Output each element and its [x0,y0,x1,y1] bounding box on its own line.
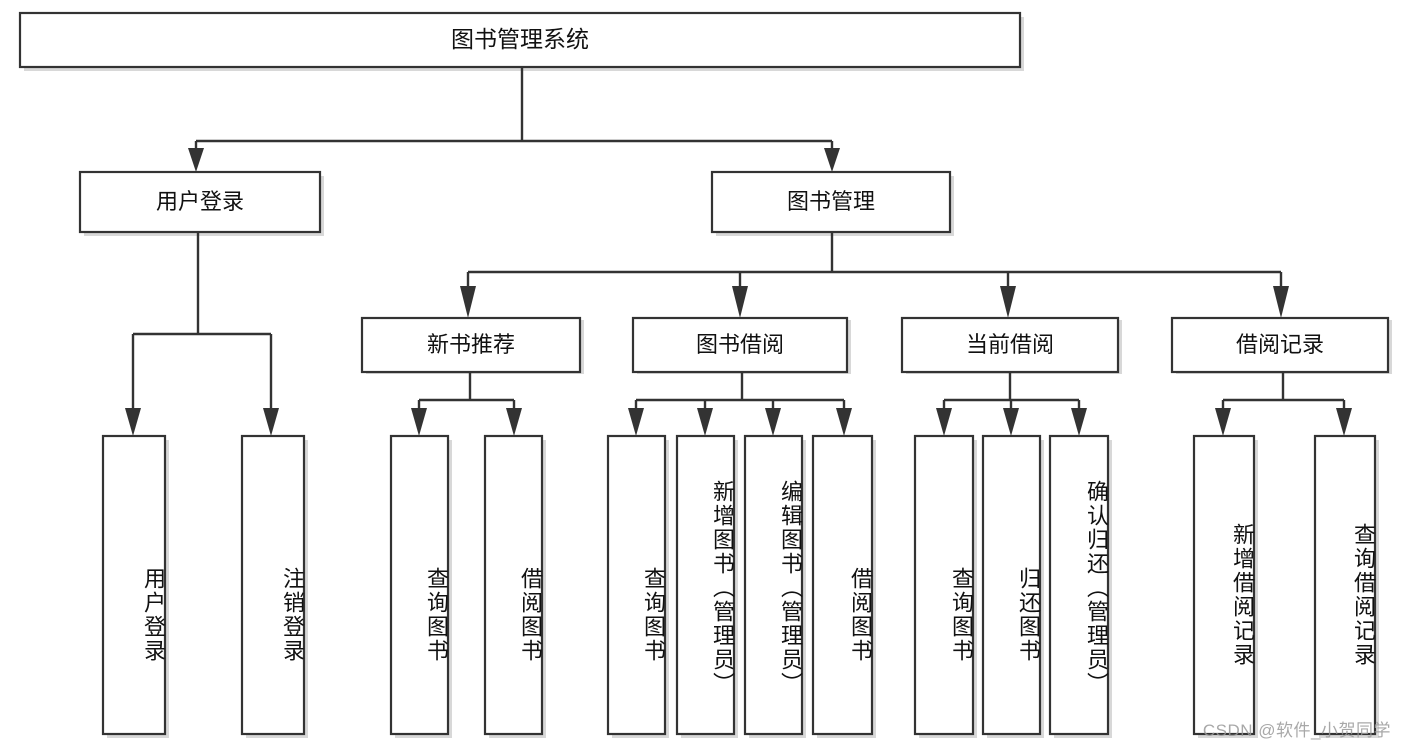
leaf-cb-query-book[interactable] [913,434,975,736]
node-book-manage[interactable] [710,170,952,234]
arrowhead-nb-leaf-1 [411,408,427,436]
node-book-borrow-label: 图书借阅 [696,332,784,357]
arrowhead-leaf-logout [263,408,279,436]
arrowhead-bb-leaf-4 [836,408,852,436]
arrowhead-br-leaf-1 [1215,408,1231,436]
node-root[interactable] [18,11,1022,69]
watermark-text: CSDN @软件_小贺同学 [1202,721,1391,740]
node-new-book-recommend[interactable] [360,316,582,374]
node-current-borrow-label: 当前借阅 [966,332,1054,357]
leaf-cb-confirm-return[interactable] [1048,434,1110,736]
node-user-login-label: 用户登录 [156,189,244,214]
node-book-borrow[interactable] [631,316,849,374]
arrowhead-book-borrow [732,286,748,318]
leaf-nb-query-book[interactable] [389,434,450,736]
leaf-cb-return-book[interactable] [981,434,1042,736]
arrowhead-user-login [188,148,204,172]
arrowhead-borrow-record [1273,286,1289,318]
arrowhead-bb-leaf-3 [765,408,781,436]
node-new-book-recommend-label: 新书推荐 [427,332,515,357]
node-book-manage-label: 图书管理 [787,189,875,214]
arrowhead-bb-leaf-2 [697,408,713,436]
node-root-label: 图书管理系统 [451,26,589,52]
arrowhead-cb-leaf-1 [936,408,952,436]
leaf-bb-edit-book[interactable] [743,434,804,736]
leaf-user-login[interactable] [101,434,167,736]
leaf-logout[interactable] [240,434,306,736]
node-boxes: 图书管理系统 用户登录 图书管理 新书推荐 图书借阅 当前借阅 借阅记录 [18,11,1390,736]
arrowhead-br-leaf-2 [1336,408,1352,436]
arrowhead-bb-leaf-1 [628,408,644,436]
node-user-login[interactable] [78,170,322,234]
leaf-bb-query-book[interactable] [606,434,667,736]
leaf-br-query-record[interactable] [1313,434,1377,736]
leaf-bb-add-book[interactable] [675,434,736,736]
arrowhead-book-manage [824,148,840,172]
connector-lines [125,67,1352,436]
arrowhead-cb-leaf-2 [1003,408,1019,436]
leaf-br-add-record[interactable] [1192,434,1256,736]
node-borrow-record[interactable] [1170,316,1390,374]
arrowhead-new-book [460,286,476,318]
leaf-nb-borrow-book[interactable] [483,434,544,736]
arrowhead-current-borrow [1000,286,1016,318]
node-borrow-record-label: 借阅记录 [1236,332,1324,357]
arrowhead-cb-leaf-3 [1071,408,1087,436]
arrowhead-nb-leaf-2 [506,408,522,436]
node-current-borrow[interactable] [900,316,1120,374]
arrowhead-leaf-user-login [125,408,141,436]
leaf-bb-borrow-book[interactable] [811,434,874,736]
